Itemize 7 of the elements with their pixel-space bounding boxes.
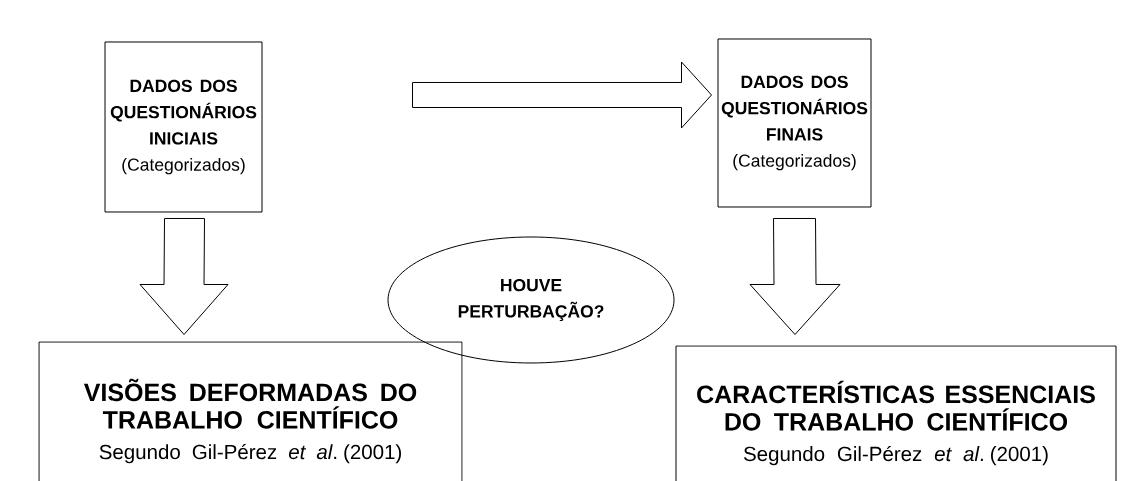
process-box: DADOS DOS QUESTIONÁRIOS FINAIS (Categorizados)	[717, 38, 872, 208]
block-arrow	[412, 61, 712, 129]
block-arrow	[749, 218, 841, 335]
result-box: VISÕES DEFORMADAS DO TRABALHO CIENTÍFICO Segundo Gil-Pérez et al. (2001)	[38, 341, 463, 481]
result-box: CARACTERÍSTICAS ESSENCIAIS DO TRABALHO CIENTÍFICO Segundo Gil-Pérez et al. (2001)	[675, 345, 1117, 481]
process-box: DADOS DOS QUESTIONÁRIOS INICIAIS (Categorizados)	[104, 41, 263, 213]
block-arrow	[139, 218, 229, 335]
